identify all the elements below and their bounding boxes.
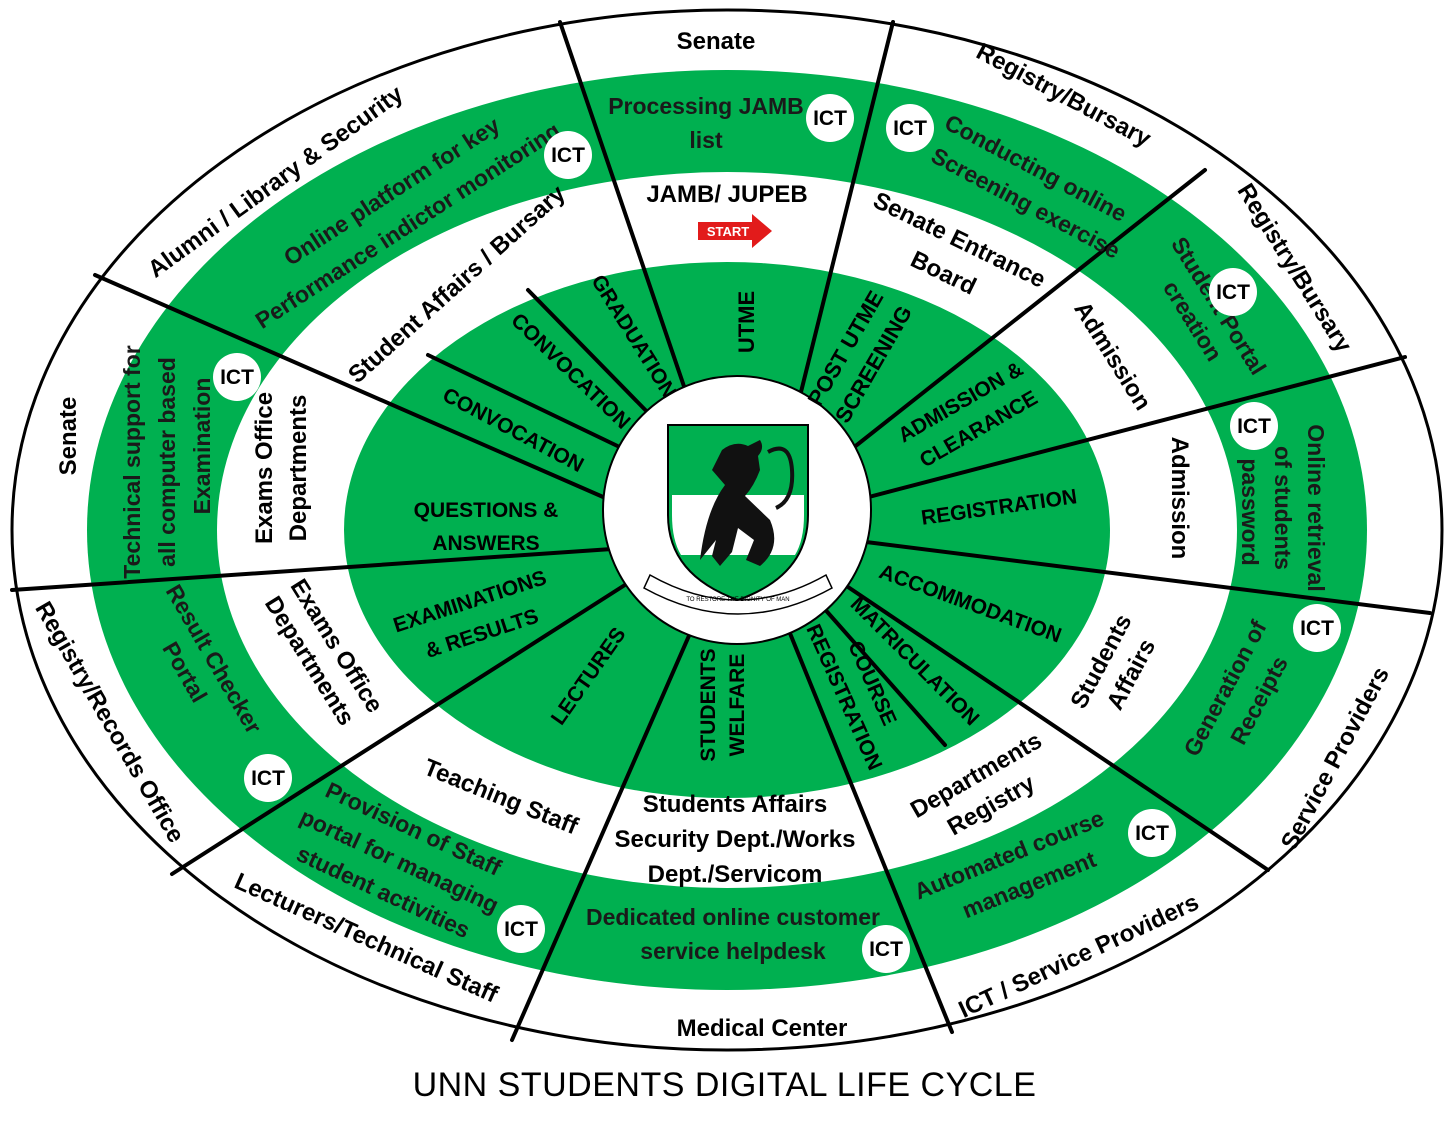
- svg-text:all computer based: all computer based: [154, 357, 180, 567]
- svg-text:ICT: ICT: [869, 938, 903, 961]
- ict-badge-icon: ICT: [886, 104, 934, 152]
- svg-text:Dedicated online customer: Dedicated online customer: [586, 904, 880, 930]
- svg-text:password: password: [1237, 458, 1263, 565]
- mid-students-affairs-block: Students Affairs Security Dept./Works De…: [615, 791, 856, 888]
- svg-text:ICT: ICT: [893, 117, 927, 140]
- inner-utme: UTME: [734, 291, 759, 353]
- sector-dividers: [10, 20, 1432, 1042]
- svg-text:QUESTIONS &: QUESTIONS &: [414, 499, 559, 522]
- svg-text:ICT: ICT: [1237, 415, 1271, 438]
- svg-text:ICT: ICT: [504, 918, 538, 941]
- svg-text:list: list: [689, 127, 723, 153]
- svg-text:ICT: ICT: [251, 767, 285, 790]
- svg-text:ICT: ICT: [813, 107, 847, 130]
- svg-text:service helpdesk: service helpdesk: [640, 938, 826, 964]
- ict-badge-icon: ICT: [244, 754, 292, 802]
- start-label: START: [707, 224, 749, 239]
- ict-badge-icon: ICT: [497, 905, 545, 953]
- mid-exams-office-upper: Exams Office Departments: [251, 392, 312, 544]
- page-title: UNN STUDENTS DIGITAL LIFE CYCLE: [412, 1066, 1037, 1104]
- svg-text:Exams Office: Exams Office: [251, 392, 278, 544]
- crest-motto: TO RESTORE THE DIGNITY OF MAN: [686, 597, 789, 603]
- unn-crest-icon: TO RESTORE THE DIGNITY OF MAN: [643, 424, 833, 615]
- svg-text:of students: of students: [1270, 446, 1296, 570]
- svg-text:STUDENTS: STUDENTS: [697, 648, 720, 761]
- green-processing-jamb: Processing JAMB list: [608, 93, 804, 153]
- svg-text:Online retrieval: Online retrieval: [1303, 424, 1329, 591]
- ict-badge-icon: ICT: [1293, 604, 1341, 652]
- svg-text:ICT: ICT: [551, 144, 585, 167]
- svg-text:ICT: ICT: [1216, 281, 1250, 304]
- ict-badge-icon: ICT: [1230, 402, 1278, 450]
- outer-senate-left: Senate: [55, 397, 82, 476]
- svg-text:ANSWERS: ANSWERS: [432, 532, 539, 555]
- svg-text:Students Affairs: Students Affairs: [643, 791, 827, 818]
- svg-text:Security Dept./Works: Security Dept./Works: [615, 826, 856, 853]
- svg-text:Examination: Examination: [189, 378, 215, 515]
- ict-badge-icon: ICT: [862, 925, 910, 973]
- ict-badge-icon: ICT: [213, 353, 261, 401]
- svg-text:Departments: Departments: [285, 395, 312, 542]
- green-online-retrieval: Online retrieval of students password: [1237, 424, 1329, 591]
- ict-badge-icon: ICT: [1209, 268, 1257, 316]
- svg-text:ICT: ICT: [1300, 617, 1334, 640]
- svg-text:ICT: ICT: [220, 366, 254, 389]
- mid-jamb-jupeb: JAMB/ JUPEB: [646, 181, 807, 208]
- ict-badges: ICT ICT ICT ICT ICT ICT ICT ICT ICT ICT …: [213, 94, 1341, 973]
- start-arrow: START: [698, 214, 772, 248]
- outer-medical-center: Medical Center: [677, 1015, 848, 1042]
- outer-senate-top: Senate: [677, 28, 756, 55]
- ict-badge-icon: ICT: [1128, 809, 1176, 857]
- svg-text:Processing JAMB: Processing JAMB: [608, 93, 804, 119]
- mid-admission-2: Admission: [1166, 437, 1193, 560]
- svg-text:Dept./Servicom: Dept./Servicom: [648, 861, 823, 888]
- green-technical-support: Technical support for all computer based…: [119, 345, 215, 578]
- ict-badge-icon: ICT: [806, 94, 854, 142]
- inner-questions-answers: QUESTIONS & ANSWERS: [414, 499, 559, 555]
- green-customer-helpdesk: Dedicated online customer service helpde…: [586, 904, 880, 964]
- svg-text:ICT: ICT: [1135, 822, 1169, 845]
- svg-text:Technical support for: Technical support for: [119, 345, 145, 578]
- svg-text:WELFARE: WELFARE: [726, 654, 749, 757]
- ict-badge-icon: ICT: [544, 131, 592, 179]
- inner-students-welfare: STUDENTS WELFARE: [697, 648, 749, 761]
